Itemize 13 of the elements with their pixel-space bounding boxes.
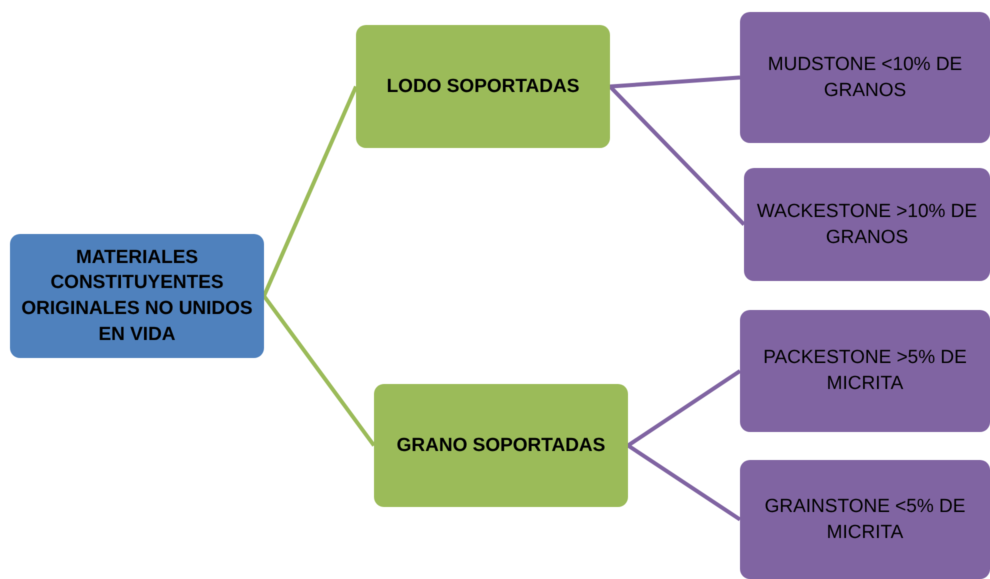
type-box: WACKESTONE >10% DE GRANOS — [744, 168, 990, 281]
connector-line — [608, 85, 746, 226]
type-box: MUDSTONE <10% DE GRANOS — [740, 12, 990, 143]
connector-line — [262, 86, 358, 297]
category-box: GRANO SOPORTADAS — [374, 384, 628, 507]
type-box: GRAINSTONE <5% DE MICRITA — [740, 460, 990, 579]
connector-line — [262, 294, 376, 447]
root-box: MATERIALES CONSTITUYENTES ORIGINALES NO UNIDOS EN VIDA — [10, 234, 264, 358]
connector-line — [626, 369, 742, 448]
connector-line — [610, 76, 740, 88]
type-box: PACKESTONE >5% DE MICRITA — [740, 310, 990, 432]
category-box: LODO SOPORTADAS — [356, 25, 610, 148]
connector-line — [626, 444, 742, 522]
